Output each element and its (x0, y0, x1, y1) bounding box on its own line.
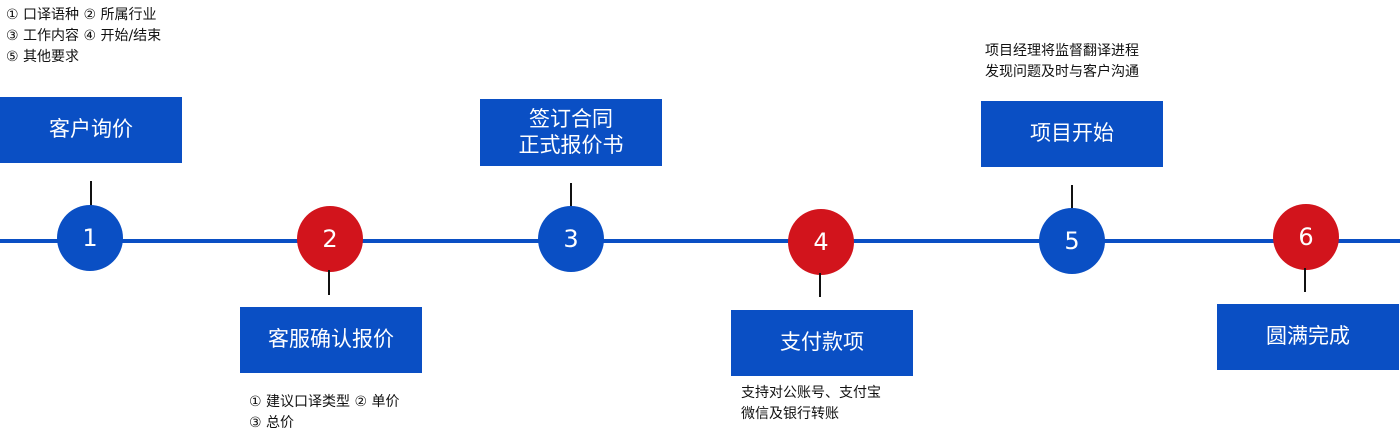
step-6-node: 6 (1273, 204, 1339, 270)
timeline-line (0, 239, 1400, 243)
step-5-box: 项目开始 (981, 101, 1163, 167)
step-3-number: 3 (563, 225, 579, 253)
step-5-number: 5 (1064, 227, 1080, 255)
step-2-number: 2 (322, 225, 338, 253)
step-1-connector (90, 181, 92, 207)
step-1-notes: ① 口译语种 ② 所属行业 ③ 工作内容 ④ 开始/结束 ⑤ 其他要求 (6, 5, 161, 68)
step-6-connector (1304, 268, 1306, 292)
step-6-number: 6 (1298, 223, 1314, 251)
step-3-title-line: 正式报价书 (518, 132, 624, 157)
step-2-box: 客服确认报价 (240, 307, 422, 373)
step-3-connector (570, 183, 572, 207)
step-5-title: 项目开始 (1030, 121, 1114, 146)
step-6-title: 圆满完成 (1266, 324, 1350, 349)
step-4-notes: 支持对公账号、支付宝 微信及银行转账 (741, 383, 881, 425)
step-4-connector (819, 273, 821, 297)
step-2-title: 客服确认报价 (268, 327, 394, 352)
step-2-connector (328, 270, 330, 295)
step-4-title: 支付款项 (780, 330, 864, 355)
step-2-node: 2 (297, 206, 363, 272)
step-4-box: 支付款项 (731, 310, 913, 376)
step-4-note-line: 微信及银行转账 (741, 406, 839, 422)
step-4-note-line: 支持对公账号、支付宝 (741, 385, 881, 401)
step-5-node: 5 (1039, 208, 1105, 274)
step-6-box: 圆满完成 (1217, 304, 1399, 370)
step-1-number: 1 (82, 224, 98, 252)
step-5-note-line: 项目经理将监督翻译进程 (985, 43, 1139, 59)
step-4-node: 4 (788, 209, 854, 275)
step-5-note-line: 发现问题及时与客户沟通 (985, 64, 1139, 80)
step-3-node: 3 (538, 206, 604, 272)
step-3-title-line: 签订合同 (529, 107, 613, 132)
step-1-note-line: ⑤ 其他要求 (6, 49, 80, 65)
step-3-box: 签订合同 正式报价书 (480, 99, 662, 166)
step-5-notes: 项目经理将监督翻译进程 发现问题及时与客户沟通 (985, 41, 1139, 83)
step-2-notes: ① 建议口译类型 ② 单价 ③ 总价 (249, 392, 399, 434)
step-2-note-line: ③ 总价 (249, 415, 295, 431)
step-4-number: 4 (813, 228, 829, 256)
step-1-box: 客户询价 (0, 97, 182, 163)
step-1-note-line: ① 口译语种 ② 所属行业 (6, 7, 157, 23)
step-1-note-line: ③ 工作内容 ④ 开始/结束 (6, 28, 162, 44)
step-1-node: 1 (57, 205, 123, 271)
step-2-note-line: ① 建议口译类型 ② 单价 (249, 394, 400, 410)
step-5-connector (1071, 185, 1073, 209)
step-1-title: 客户询价 (49, 117, 133, 142)
